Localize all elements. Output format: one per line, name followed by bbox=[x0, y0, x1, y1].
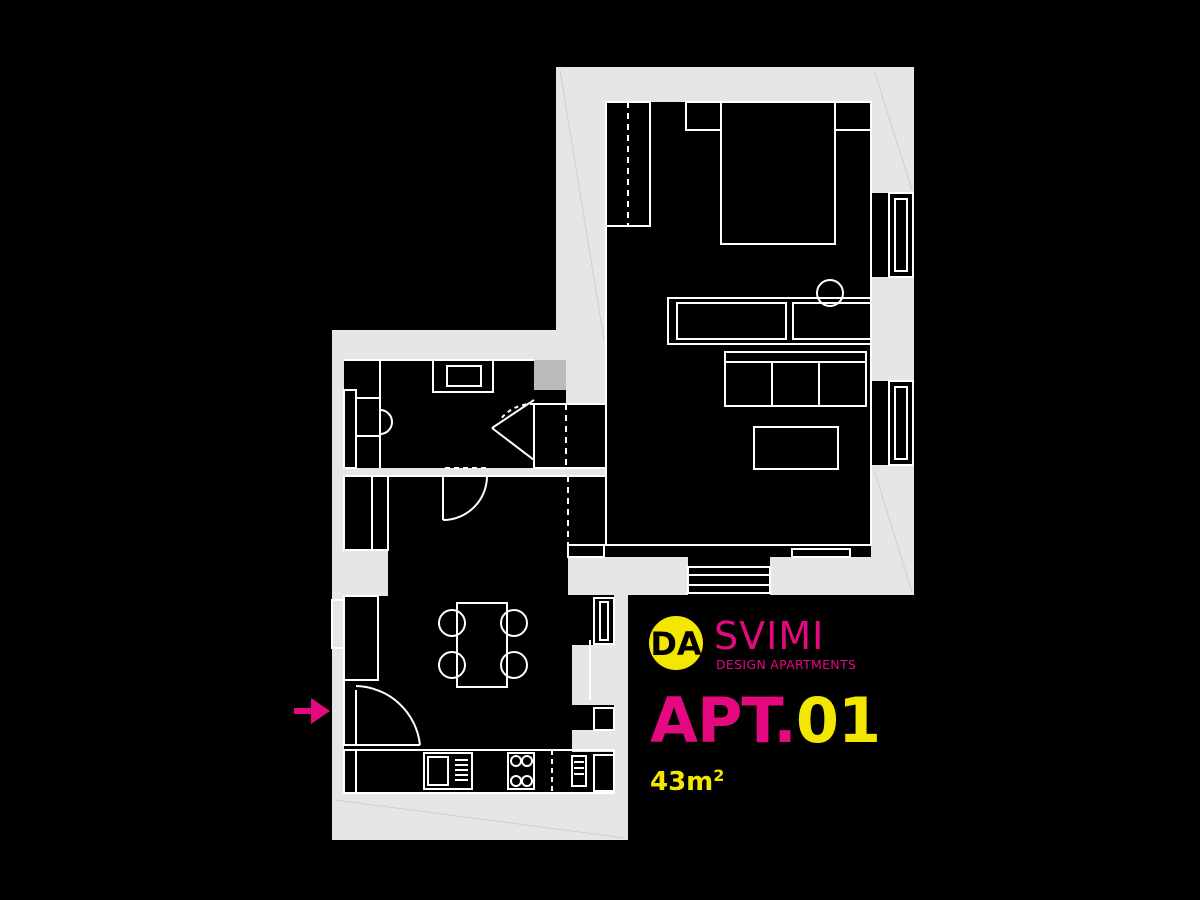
logo-mark: DA bbox=[649, 616, 703, 670]
wall-texture bbox=[334, 69, 913, 839]
apartment-label: APT.01 bbox=[650, 690, 881, 752]
brand-name: SVIMI bbox=[714, 614, 825, 658]
area-value: 43m bbox=[650, 767, 714, 797]
area-exponent: 2 bbox=[713, 766, 725, 785]
arrow-right-icon bbox=[294, 698, 330, 724]
apartment-number: 01 bbox=[795, 684, 881, 757]
interior-lines bbox=[331, 101, 914, 794]
logo-mark-text: DA bbox=[650, 625, 702, 663]
apartment-area: 43m2 bbox=[650, 766, 725, 797]
apartment-label-prefix: APT. bbox=[650, 684, 797, 757]
brand-subtitle: DESIGN APARTMENTS bbox=[716, 657, 857, 672]
